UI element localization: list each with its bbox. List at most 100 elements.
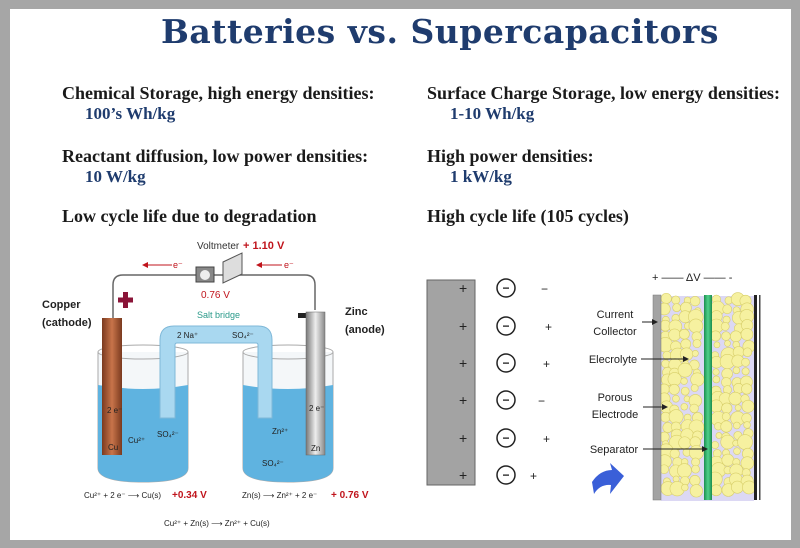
surface-positive-charge: + — [459, 467, 467, 483]
sulfate-label-bridge: SO₄²⁻ — [232, 331, 254, 340]
anion-icon — [496, 316, 516, 336]
electrode-particle — [720, 322, 730, 331]
anode-label: (anode) — [345, 324, 385, 336]
label-porous: Porous — [598, 392, 633, 404]
electrode-particle — [733, 421, 741, 430]
label-electrolyte: Elecrolyte — [589, 354, 637, 366]
electrode-particle — [668, 383, 680, 395]
battery-point-cycle: Low cycle life due to degradation — [62, 206, 317, 226]
porous-electrode-particles — [657, 292, 756, 498]
electrode-particle — [679, 328, 690, 340]
electrode-particle — [689, 445, 704, 460]
separator — [704, 295, 712, 500]
electrode-particle — [680, 386, 690, 396]
electrode-particle — [721, 402, 733, 414]
voltmeter-dial — [200, 270, 210, 280]
electrode-particle — [743, 421, 751, 429]
solution-ion: − — [541, 282, 548, 296]
zn-label: Zn — [311, 444, 320, 453]
label-electrode: Electrode — [592, 409, 638, 421]
cathode-label: (cathode) — [42, 317, 92, 329]
anode-electrons: 2 e⁻ — [309, 404, 324, 413]
current-collector — [652, 294, 662, 501]
slide-title: Batteries vs. Supercapacitors — [160, 12, 720, 51]
electrode-particle — [724, 340, 731, 347]
zinc-label: Zinc — [345, 306, 368, 318]
solution-ion: + — [543, 357, 550, 371]
cell-voltage: + 1.10 V — [243, 240, 285, 252]
electrode-particle — [720, 420, 733, 433]
electrode-particle — [661, 359, 670, 369]
anion-charge: − — [502, 356, 509, 370]
electrode-particle — [688, 318, 704, 334]
supercapacitor-cell-diagram: + —— ΔV —— - Current Collector Elecrolyt… — [589, 272, 761, 501]
supercap-power-value: 1 kW/kg — [450, 167, 512, 186]
right-collector-edge — [759, 295, 761, 500]
electrode-particle — [669, 448, 680, 459]
sodium-ion-label: 2 Na⁺ — [177, 331, 198, 340]
supercap-point-cycle: High cycle life (105 cycles) — [427, 206, 629, 226]
cu-ion-label: Cu²⁺ — [128, 436, 145, 445]
anion-charge: − — [502, 393, 509, 407]
double-layer-charges: +−−+−++−++−−+−++−+ — [459, 278, 552, 485]
electron-label-left: e⁻ — [173, 260, 183, 270]
zinc-electrode — [305, 311, 326, 456]
electrode-particle — [712, 368, 720, 376]
electrode-particle — [689, 474, 701, 487]
cathode-equation: Cu²⁺ + 2 e⁻ ⟶ Cu(s) — [84, 491, 161, 500]
cu-label: Cu — [108, 443, 118, 452]
solution-ion: + — [545, 320, 552, 334]
electrode-particle — [692, 339, 702, 348]
surface-positive-charge: + — [459, 355, 467, 371]
supercap-point-power: High power densities: — [427, 146, 594, 166]
zn-ion-label: Zn²⁺ — [272, 427, 288, 436]
electrode-particle — [712, 375, 721, 384]
copper-label: Copper — [42, 299, 81, 311]
label-collector: Collector — [593, 326, 637, 338]
electrode-particle — [668, 409, 684, 425]
electrode-particle — [737, 434, 753, 450]
zoom-arrow-icon — [592, 463, 624, 494]
voltmeter-display — [222, 252, 243, 284]
battery-point-energy: Chemical Storage, high energy densities: — [62, 83, 375, 103]
electrode-particle — [681, 483, 689, 492]
electrode-particle — [729, 330, 742, 343]
electrode-particle — [710, 330, 722, 342]
solution-ion: + — [530, 469, 537, 483]
electrode-particle — [668, 328, 681, 342]
electrode-particle — [728, 391, 742, 406]
battery-point-power: Reactant diffusion, low power densities: — [62, 146, 369, 166]
electrode-particle — [671, 295, 681, 305]
electrode-particle — [740, 328, 754, 341]
anion-icon — [496, 353, 516, 373]
surface-positive-charge: + — [459, 318, 467, 334]
electrode-particle — [680, 338, 692, 350]
electrode-particle — [678, 436, 692, 450]
sulfate-label-right: SO₄²⁻ — [262, 459, 284, 468]
anion-charge: − — [502, 468, 509, 482]
anion-icon — [496, 390, 516, 410]
electrode-particle — [691, 350, 699, 357]
electrode-particle — [667, 372, 682, 387]
electron-label-right: e⁻ — [284, 260, 294, 270]
anion-icon — [496, 428, 516, 448]
electrode-particle — [732, 366, 741, 375]
copper-electrode — [102, 318, 122, 455]
anion-icon — [496, 465, 516, 485]
electrode-particle — [677, 463, 692, 478]
electrode-particle — [730, 480, 744, 494]
electrode-particle — [722, 304, 733, 315]
anion-charge: − — [502, 281, 509, 295]
electrode-particle — [662, 350, 672, 360]
electrode-particle — [721, 331, 731, 341]
plus-terminal-icon — [118, 292, 133, 308]
electrode-particle — [710, 484, 723, 497]
anion-icon — [496, 278, 516, 298]
meter-reading: 0.76 V — [201, 290, 230, 301]
electrode-particle — [741, 383, 753, 395]
salt-bridge — [159, 325, 273, 419]
label-separator: Separator — [590, 444, 639, 456]
sulfate-label-left: SO₄²⁻ — [157, 430, 179, 439]
supercap-energy-value: 1-10 Wh/kg — [450, 104, 535, 123]
electrode-particle — [741, 357, 750, 367]
